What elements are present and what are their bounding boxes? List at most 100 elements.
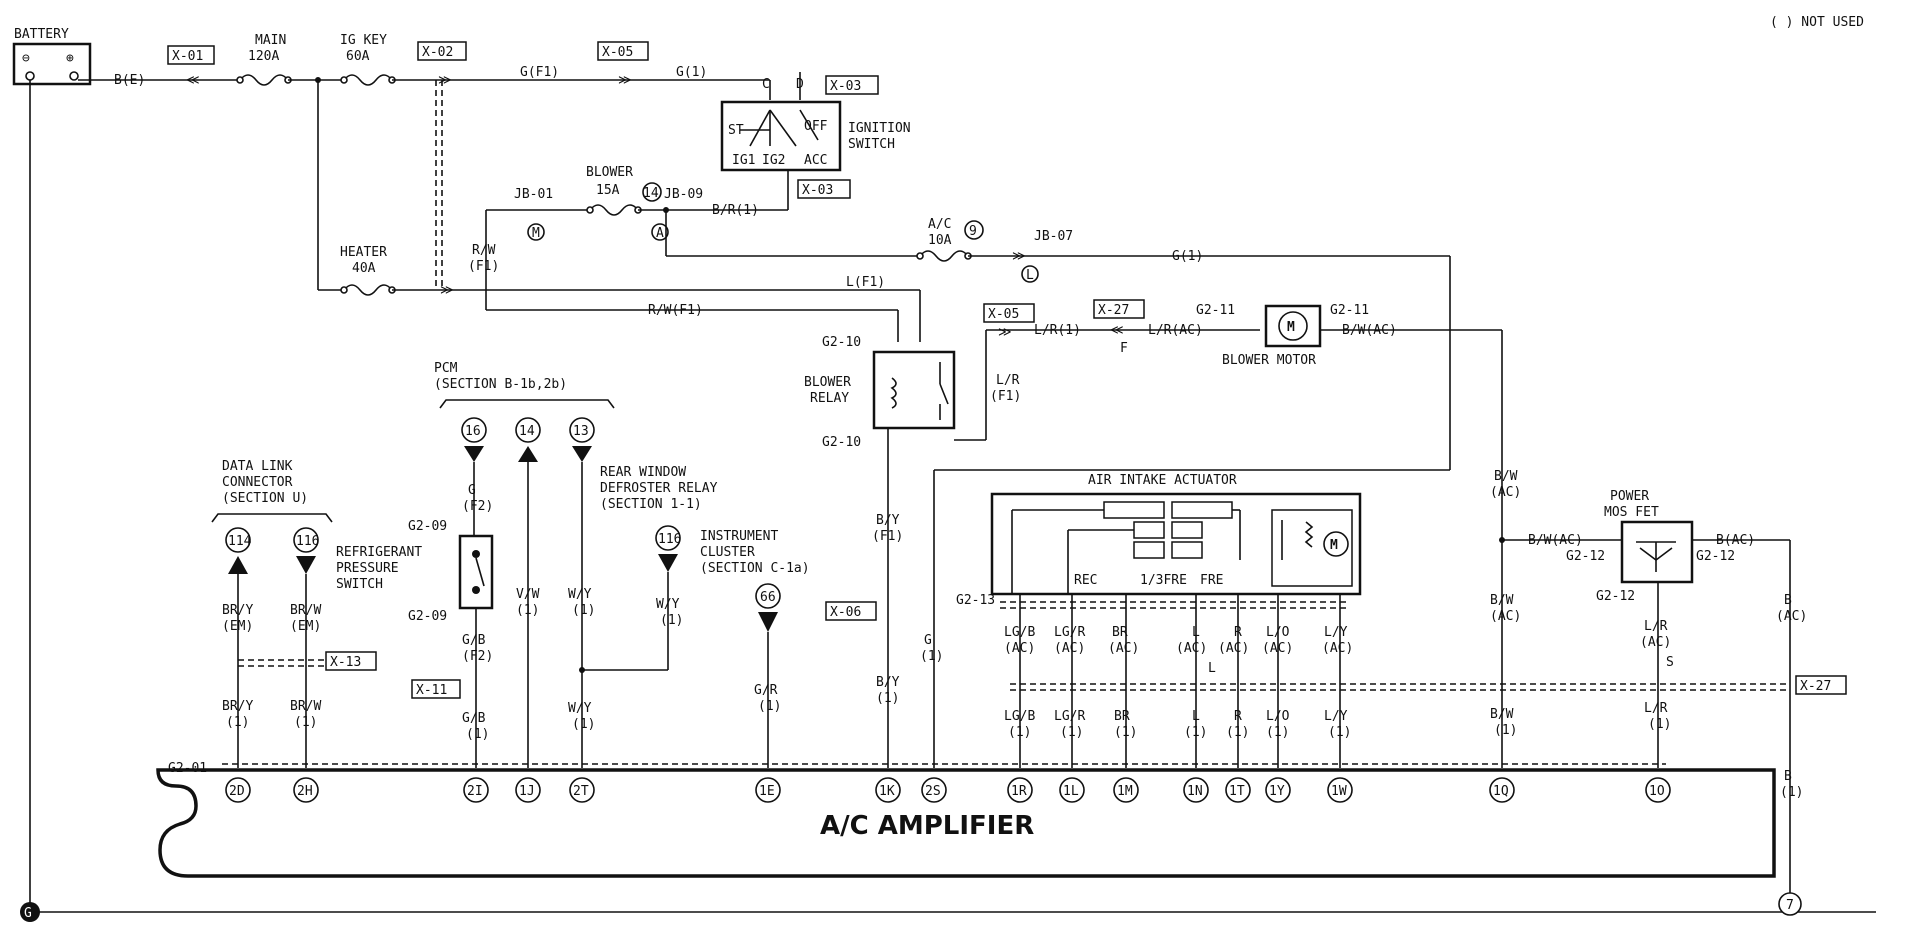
wire-bw2b: (AC) <box>1490 609 1521 624</box>
mos-l2: MOS FET <box>1604 505 1659 520</box>
lw-gbf2: (F2) <box>462 649 493 664</box>
aiw-6-bot: L/Y <box>1324 709 1348 724</box>
amp-pin-2i <box>463 777 489 803</box>
ign-ig2: IG2 <box>762 153 785 168</box>
wire-bw3b: (1) <box>1494 723 1517 738</box>
conn-x06: X-06 <box>830 605 861 620</box>
aiw-1-botb: (1) <box>1060 725 1083 740</box>
ign-label2: SWITCH <box>848 137 895 152</box>
amp-pin-label-1j: 1J <box>519 784 535 799</box>
amp-pin-label-1n: 1N <box>1187 784 1203 799</box>
jb09: JB-09 <box>664 187 703 202</box>
conn-x27b: X-27 <box>1800 679 1831 694</box>
lw-vw: V/W <box>516 587 540 602</box>
aiw-4-bot: R <box>1234 709 1242 724</box>
rps-g209b: G2-09 <box>408 609 447 624</box>
wire-bac: B(AC) <box>1716 533 1755 548</box>
not-used-legend: ( ) NOT USED <box>1770 15 1864 30</box>
fuse-main-name: MAIN <box>255 33 286 48</box>
aiw-2-topb: (AC) <box>1108 641 1139 656</box>
motor-m: M <box>1287 320 1295 335</box>
amp-pin-label-1o: 1O <box>1649 784 1665 799</box>
relay-label1: BLOWER <box>804 375 851 390</box>
aia-fre: FRE <box>1200 573 1223 588</box>
aiw-5-bot: L/O <box>1266 709 1290 724</box>
lw-wy3b: (1) <box>572 717 595 732</box>
aiw-1-bot: LG/R <box>1054 709 1085 724</box>
lw-g: G <box>468 483 476 498</box>
ign-off: OFF <box>804 119 828 134</box>
wire-be: B(E) <box>114 73 145 88</box>
svg-text:≫: ≫ <box>440 283 454 298</box>
dlc-l3: (SECTION U) <box>222 491 308 506</box>
amp-pin-2d <box>225 777 251 803</box>
mos-g212a: G2-12 <box>1566 549 1605 564</box>
wire-bw3: B/W <box>1490 707 1514 722</box>
lw-vw1: (1) <box>516 603 539 618</box>
wire-rwf1: R/W(F1) <box>648 303 703 318</box>
wire-lrf1: (F1) <box>990 389 1021 404</box>
aiw-0-bot: LG/B <box>1004 709 1035 724</box>
lw-wy1: (1) <box>572 603 595 618</box>
wire-lrac: L/R(AC) <box>1148 323 1203 338</box>
blower-motor: G2-11 M G2-11 BLOWER MOTOR <box>1196 303 1369 368</box>
conn-x05b: X-05 <box>988 307 1019 322</box>
amp-pin-1m <box>1113 777 1139 803</box>
wire-g1b: G(1) <box>1172 249 1203 264</box>
fuse-ac-name: A/C <box>928 217 951 232</box>
motor-label: BLOWER MOTOR <box>1222 353 1316 368</box>
blower-relay: G2-10 BLOWER RELAY G2-10 <box>804 335 956 450</box>
wire-lr3: L/R <box>1644 701 1668 716</box>
instrument-cluster: INSTRUMENT CLUSTER (SECTION C-1a) 66 <box>700 529 810 632</box>
aia-g213: G2-13 <box>956 593 995 608</box>
wire-b3b: (1) <box>1780 785 1803 800</box>
aiw-3-top: L <box>1192 625 1200 640</box>
wire-lr3b: (1) <box>1648 717 1671 732</box>
aiw-5-botb: (1) <box>1266 725 1289 740</box>
aiw-6-botb: (1) <box>1328 725 1351 740</box>
mos-g212c: G2-12 <box>1596 589 1635 604</box>
fuse-main-rating: 120A <box>248 49 279 64</box>
lw-gb: G/B <box>462 633 486 648</box>
battery-label: BATTERY <box>14 27 69 42</box>
amp-pin-label-1q: 1Q <box>1493 784 1509 799</box>
lw-f2: (F2) <box>462 499 493 514</box>
amp-pin-1r <box>1007 777 1033 803</box>
ic-l1: INSTRUMENT <box>700 529 778 544</box>
lw-one1: (1) <box>226 715 249 730</box>
rear-window-defroster: REAR WINDOW DEFROSTER RELAY (SECTION 1-1… <box>600 465 718 572</box>
fuse-heater-name: HEATER <box>340 245 387 260</box>
wire-bwac3: B/W(AC) <box>1528 533 1583 548</box>
wire-bwac: B/W(AC) <box>1342 323 1397 338</box>
lw-wy3: W/Y <box>568 701 592 716</box>
amp-pin-1y <box>1265 777 1291 803</box>
lw-gb2b: (1) <box>466 727 489 742</box>
amp-label: A/C AMPLIFIER <box>820 811 1034 841</box>
fuse-blower-rating: 15A <box>596 183 620 198</box>
amp-pin-label-1y: 1Y <box>1269 784 1285 799</box>
aiw-2-bot: BR <box>1114 709 1130 724</box>
conn-x03a: X-03 <box>830 79 861 94</box>
wire-byf1: (F1) <box>872 529 903 544</box>
amp-pin-2h <box>293 777 319 803</box>
amp-pin-2s <box>921 777 947 803</box>
aiw-6-top: L/Y <box>1324 625 1348 640</box>
wire-rw: R/W <box>472 243 496 258</box>
fuse-heater-rating: 40A <box>352 261 376 276</box>
aiw-0-botb: (1) <box>1008 725 1031 740</box>
conn-x02: X-02 <box>422 45 453 60</box>
ign-c: C <box>762 77 770 92</box>
wire-f: F <box>1120 341 1128 356</box>
amp-pin-1j <box>515 777 541 803</box>
wire-lrac2: L/R <box>1644 619 1668 634</box>
wire-lrac2b: (AC) <box>1640 635 1671 650</box>
amp-pin-1k <box>875 777 901 803</box>
aia-rec: REC <box>1074 573 1097 588</box>
wire-gb1: (1) <box>920 649 943 664</box>
rwd-116: 116 <box>658 532 681 547</box>
amp-pin-1q <box>1489 777 1515 803</box>
ac-amplifier: A/C AMPLIFIER <box>156 768 1776 878</box>
aiw-4-top: R <box>1234 625 1242 640</box>
lw-brw: BR/W <box>290 603 321 618</box>
